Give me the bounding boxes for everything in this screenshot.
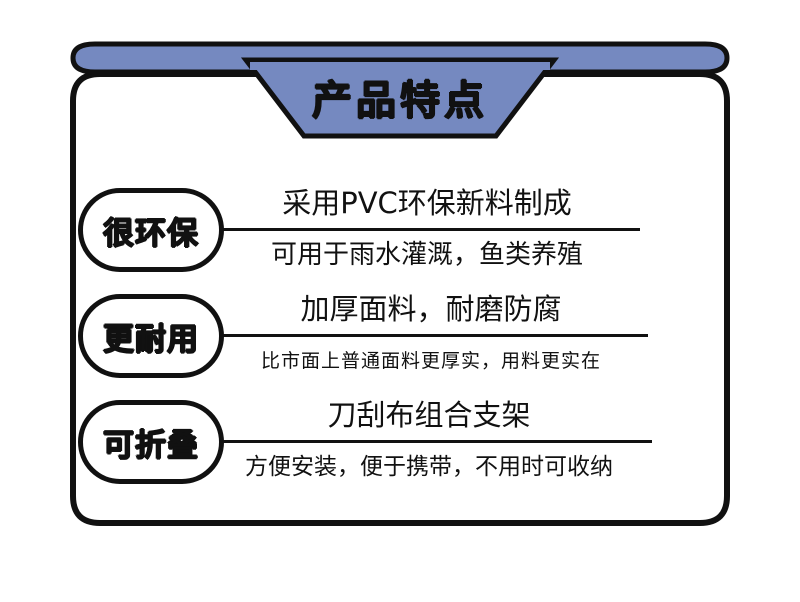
feature-text-block: 刀刮布组合支架 方便安装，便于携带，不用时可收纳: [206, 392, 652, 496]
feature-badge: 可折叠: [78, 400, 224, 484]
feature-divider: [214, 334, 648, 337]
feature-secondary-text: 可用于雨水灌溉，鱼类养殖: [270, 240, 583, 270]
feature-badge: 更耐用: [78, 294, 224, 378]
feature-primary-text: 加厚面料，耐磨防腐: [300, 292, 562, 326]
feature-text-block: 加厚面料，耐磨防腐 比市面上普通面料更厚实，用料更实在: [214, 286, 648, 390]
feature-row: 很环保 采用PVC环保新料制成 可用于雨水灌溉，鱼类养殖: [0, 180, 800, 284]
banner-title: 产品特点: [312, 78, 488, 124]
ribbon-trapezoid: [240, 57, 560, 139]
feature-row: 更耐用 加厚面料，耐磨防腐 比市面上普通面料更厚实，用料更实在: [0, 286, 800, 390]
feature-divider: [206, 440, 652, 443]
ribbon-seam: [250, 62, 550, 70]
feature-secondary-text: 方便安装，便于携带，不用时可收纳: [245, 454, 613, 480]
feature-row: 可折叠 刀刮布组合支架 方便安装，便于携带，不用时可收纳: [0, 392, 800, 496]
feature-secondary-text: 比市面上普通面料更厚实，用料更实在: [260, 350, 601, 372]
feature-divider: [214, 228, 640, 231]
feature-list: 很环保 采用PVC环保新料制成 可用于雨水灌溉，鱼类养殖 更耐用 加厚面料，耐磨…: [0, 180, 800, 498]
feature-primary-text: 刀刮布组合支架: [327, 398, 531, 432]
feature-badge-label: 可折叠: [103, 427, 199, 464]
feature-primary-text: 采用PVC环保新料制成: [282, 186, 572, 220]
feature-badge-label: 很环保: [103, 215, 199, 252]
feature-text-block: 采用PVC环保新料制成 可用于雨水灌溉，鱼类养殖: [214, 180, 640, 284]
frame-outline: [70, 71, 730, 526]
feature-badge: 很环保: [78, 188, 224, 272]
feature-badge-label: 更耐用: [103, 321, 199, 358]
